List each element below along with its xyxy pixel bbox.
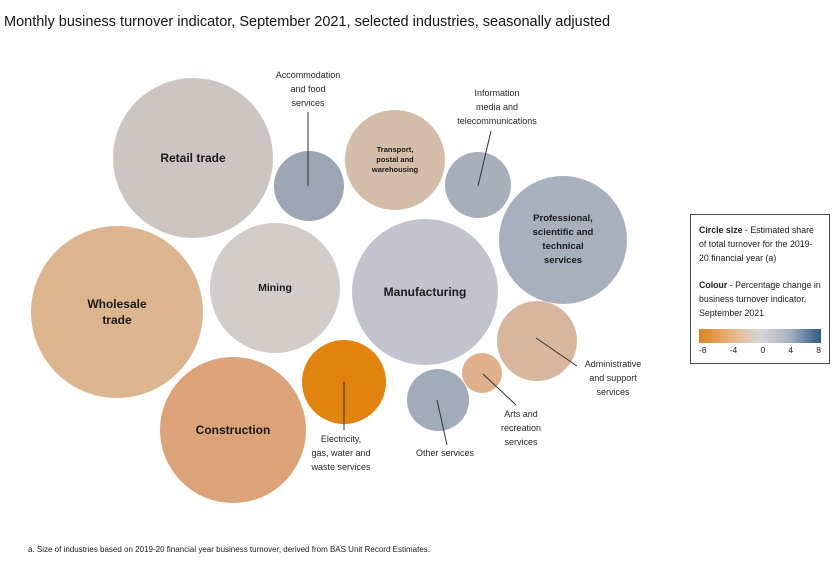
legend-size-paragraph: Circle size - Estimated share of total t… [699, 223, 821, 265]
footnote: a. Size of industries based on 2019-20 f… [28, 545, 430, 554]
bubble-administrative-and-support-services [497, 301, 577, 381]
bubble-label-manufacturing: Manufacturing [383, 285, 467, 299]
bubble-information-media-and-telecommunications [445, 152, 511, 218]
bubble-manufacturing: Manufacturing [352, 219, 498, 365]
bubble-electricity-gas-water-and-waste-services [302, 340, 386, 424]
legend-colour-term: Colour [699, 280, 728, 290]
legend-tick-labels: -8 -4 0 4 8 [699, 344, 821, 356]
legend-size-term: Circle size [699, 225, 743, 235]
bubble-other-services [407, 369, 469, 431]
bubble-retail-trade: Retail trade [113, 78, 273, 238]
legend-size-desc: - Estimated share of total turnover for … [699, 225, 814, 263]
legend-tick: -4 [729, 345, 738, 355]
legend-gradient-bar [699, 329, 821, 343]
page-title: Monthly business turnover indicator, Sep… [4, 14, 611, 30]
bubble-construction: Construction [160, 357, 306, 503]
bubble-label-construction: Construction [195, 423, 271, 437]
legend-tick: 4 [788, 345, 794, 355]
legend-tick: 0 [760, 345, 766, 355]
bubble-mining: Mining [210, 223, 340, 353]
bubble-arts-and-recreation-services [462, 353, 502, 393]
legend-tick: 8 [816, 345, 821, 355]
label-other-services: Other services [415, 448, 475, 458]
bubble-label-mining: Mining [258, 282, 292, 294]
legend-colour-desc: - Percentage change in business turnover… [699, 280, 821, 318]
bubble-label-retail-trade: Retail trade [160, 151, 226, 165]
legend-box: Circle size - Estimated share of total t… [690, 214, 830, 364]
bubble-accommodation-and-food-services [274, 151, 344, 221]
legend-tick: -8 [699, 345, 707, 355]
legend-colour-paragraph: Colour - Percentage change in business t… [699, 278, 821, 320]
